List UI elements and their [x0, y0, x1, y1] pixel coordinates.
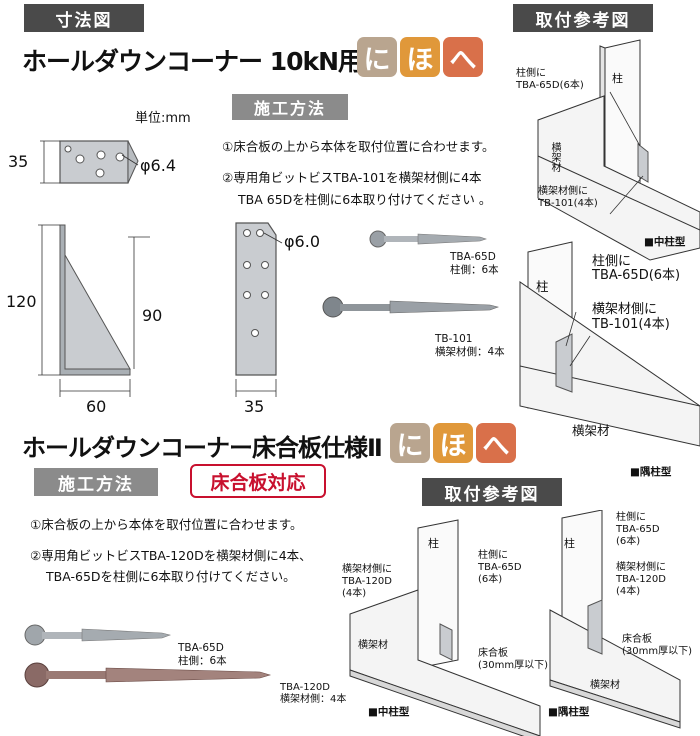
ref2-floor-2: (30mm厚以下)	[478, 660, 549, 671]
ref1-post-side-corner-2: TBA-65D(6本)	[592, 268, 681, 283]
ref1-beam-side-1: 横架材側に	[538, 186, 588, 197]
bracket-side-view	[59, 224, 131, 376]
install-ref-header-2: 取付参考図	[422, 478, 562, 506]
ref2-floor-corner-1: 床合板	[622, 634, 652, 645]
dim-120: 120	[6, 292, 37, 311]
screw-tba65d-name-2: TBA-65D	[178, 642, 224, 654]
ref2-beam-side-corner-1: 横架材側に	[616, 562, 666, 573]
badge-ho-2: ほ	[433, 423, 473, 463]
install-ref-label-2: 取付参考図	[444, 484, 540, 505]
install-ref-diagram-top	[519, 39, 700, 447]
floor-plywood-label: 床合板対応	[210, 471, 306, 494]
badge-ho: ほ	[400, 37, 440, 77]
dim-60: 60	[86, 397, 107, 416]
screw-tb101-desc: 横架材側：4本	[435, 346, 505, 358]
install-method-label-2: 施工方法	[58, 474, 134, 495]
badge-he: へ	[443, 37, 483, 77]
screw-tba120d-image	[24, 662, 272, 688]
ref2-post-side-corner-1: 柱側に	[616, 512, 646, 523]
product-title-1: ホールダウンコーナー 10kN用	[22, 47, 363, 76]
screw-tba65d-name: TBA-65D	[450, 251, 496, 263]
ref1-post-side-1: 柱側に	[516, 68, 546, 79]
ref1-beam-side-corner-1: 横架材側に	[592, 302, 658, 317]
dimension-drawings	[38, 140, 283, 397]
step2-line3: TBA-65Dを柱側に6本取り付けてください。	[46, 569, 296, 584]
ref2-beam-side-corner-2: TBA-120D	[616, 574, 666, 585]
badge-group-2: に ほ へ	[390, 423, 516, 463]
dim-35-top: 35	[8, 152, 29, 171]
step2-line2: ②専用角ビットビスTBA-120Dを横架材側に4本、	[30, 548, 312, 563]
screw-tba120d-name: TBA-120D	[280, 682, 330, 693]
step1-line1: ①床合板の上から本体を取付位置に合わせます。	[222, 139, 495, 154]
ref2-floor-corner-2: (30mm厚以下)	[622, 646, 693, 657]
ref1-pillar-corner: 柱	[536, 279, 549, 294]
install-method-header-2: 施工方法	[34, 468, 158, 496]
install-ref-label-1: 取付参考図	[535, 10, 631, 31]
badge-group-1: に ほ へ	[357, 37, 483, 77]
badge-he-2: へ	[476, 423, 516, 463]
ref2-post-side-corner-2: TBA-65D	[616, 524, 660, 535]
ref1-pillar-center: 柱	[612, 72, 623, 85]
ref2-beam-center: 横架材	[358, 640, 388, 651]
install-ref-diagram-bottom	[349, 510, 681, 736]
ref1-beam-center: 横架材	[549, 142, 560, 172]
unit-label: 単位:mm	[135, 111, 191, 126]
step1-line2: ②専用角ビットビスTBA-101を横架材側に4本	[222, 170, 482, 185]
section-dimensions-header: 寸法図	[24, 4, 144, 32]
ref2-pillar-center: 柱	[428, 537, 439, 550]
screw-tba120d-desc: 横架材側：4本	[280, 694, 347, 705]
step1-line3: TBA 65Dを柱側に6本取り付けてください 。	[238, 192, 492, 207]
ref1-beam-side-corner-2: TB-101(4本)	[592, 317, 670, 332]
bracket-top-view	[59, 140, 139, 184]
ref2-beam-side-3: (4本)	[342, 588, 367, 599]
ref2-beam-side-1: 横架材側に	[342, 564, 392, 575]
bracket-front-view	[235, 222, 277, 376]
dim-90: 90	[142, 306, 163, 325]
ref1-post-side-corner-1: 柱側に	[592, 254, 632, 269]
screw-tb101-name: TB-101	[435, 333, 473, 345]
install-ref-header-1: 取付参考図	[513, 4, 653, 32]
screw-tb101-image	[322, 296, 500, 318]
badge-ni: に	[357, 37, 397, 77]
dim-phi60: φ6.0	[284, 232, 320, 251]
floor-plywood-badge: 床合板対応	[190, 464, 326, 498]
screw-tba65d-image-2	[24, 624, 172, 646]
ref2-type-corner: ■隅柱型	[548, 706, 590, 718]
install-method-label-1: 施工方法	[253, 99, 326, 118]
ref2-beam-side-2: TBA-120D	[342, 576, 392, 587]
ref2-beam-corner: 横架材	[590, 680, 620, 691]
screw-tba65d-image	[369, 230, 487, 248]
ref1-beam-corner: 横架材	[572, 423, 610, 438]
ref2-beam-side-corner-3: (4本)	[616, 586, 641, 597]
ref2-pillar-corner: 柱	[564, 537, 575, 550]
ref1-type-center: ■中柱型	[644, 236, 686, 248]
ref2-post-side-corner-3: (6本)	[616, 536, 641, 547]
section-dimensions-label: 寸法図	[55, 10, 113, 31]
step2-line1: ①床合板の上から本体を取付位置に合わせます。	[30, 517, 303, 532]
product-title-2: ホールダウンコーナー床合板仕様Ⅱ	[22, 434, 383, 462]
ref1-beam-side-2: TB-101(4本)	[538, 198, 598, 209]
ref2-type-center: ■中柱型	[368, 706, 410, 718]
ref1-post-side-2: TBA-65D(6本)	[516, 80, 584, 91]
ref2-post-side-2: TBA-65D	[478, 562, 522, 573]
badge-ni-2: に	[390, 423, 430, 463]
install-method-header-1: 施工方法	[232, 94, 348, 120]
screw-tba65d-desc: 柱側：6本	[450, 264, 499, 276]
ref1-type-corner: ■隅柱型	[630, 466, 672, 478]
ref2-post-side-1: 柱側に	[478, 550, 508, 561]
ref2-post-side-3: (6本)	[478, 574, 503, 585]
dim-phi64: φ6.4	[140, 156, 176, 175]
dim-35-bottom: 35	[244, 397, 265, 416]
ref2-floor-1: 床合板	[478, 648, 508, 659]
screw-tba65d-desc-2: 柱側：6本	[178, 655, 227, 667]
